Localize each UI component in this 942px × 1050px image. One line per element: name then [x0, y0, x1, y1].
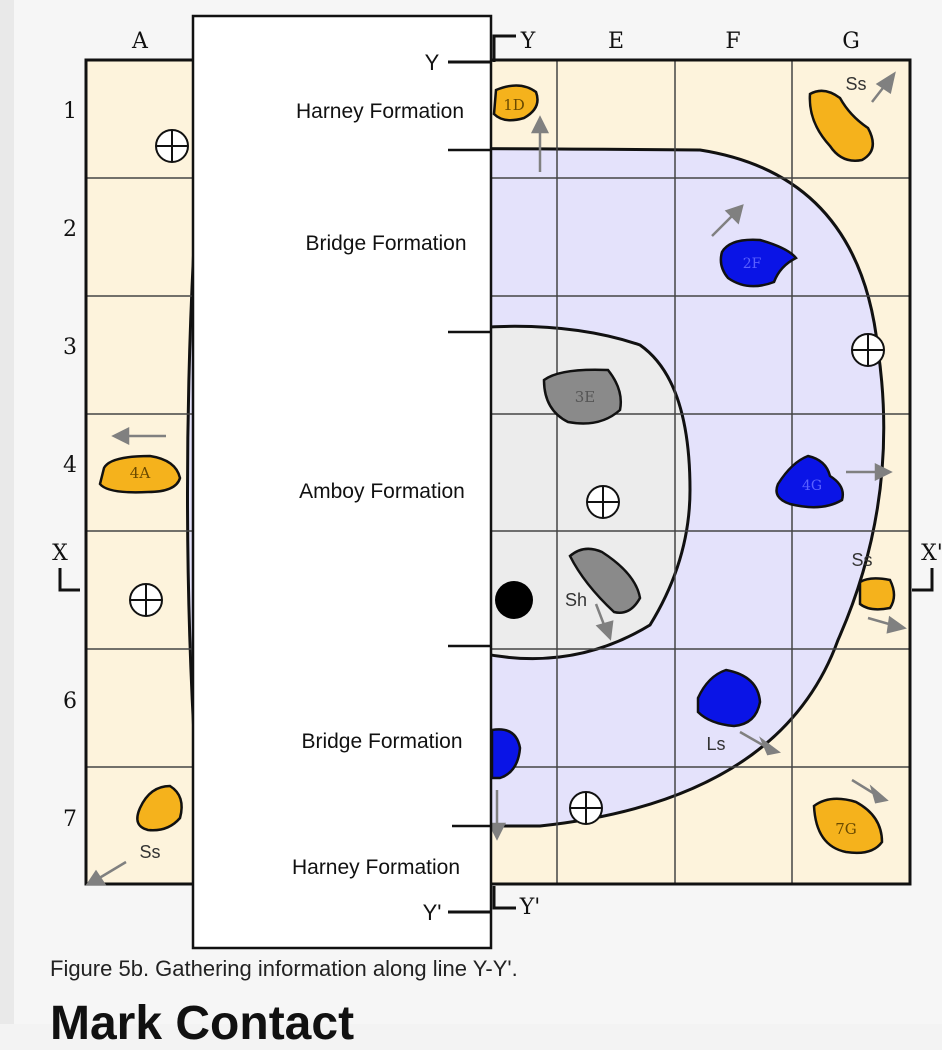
outcrop-label: Sh [565, 590, 587, 610]
section-line-end-label: Y' [423, 900, 442, 925]
dip-arrow-icon [846, 462, 893, 482]
outcrop-label: 4A [130, 464, 151, 482]
cross-line-end-marker [912, 568, 934, 592]
dip-arrow-icon [871, 71, 896, 103]
section-line-start-marker [492, 34, 516, 62]
outcrop-3e [542, 368, 622, 425]
formation-label: Harney Formation [296, 100, 464, 123]
map-border [84, 58, 912, 886]
outcrop-sandstone [808, 89, 875, 162]
dip-arrow-icon [530, 115, 550, 172]
outcrop-4a [98, 454, 182, 494]
outcrop-label: Ss [139, 842, 160, 862]
outcrop-label: Ls [706, 734, 725, 754]
section-line-end-marker [492, 886, 516, 910]
formation-label: Harney Formation [292, 856, 460, 879]
section-line-start-label: Y [425, 50, 440, 75]
coal-outcrop-dot [495, 581, 533, 619]
row-label: 3 [63, 335, 77, 360]
column-label: G [842, 29, 860, 54]
section-heading: Mark Contact [50, 997, 355, 1050]
outcrop-4g [775, 454, 844, 509]
cross-line-start-marker [58, 568, 80, 592]
cross-line-start-label: X [52, 541, 68, 566]
dip-arrow-icon [867, 615, 907, 634]
figure-caption: Figure 5b. Gathering information along l… [50, 956, 518, 981]
geologic-map: A E F G 1 2 3 4 6 7 X X' 1D 2F 3E 4A 4G … [52, 14, 942, 950]
cross-section-strip [191, 14, 493, 950]
outcrop-label: 1D [503, 96, 525, 114]
outcrop-1d [492, 84, 539, 122]
outcrop-limestone [696, 668, 762, 728]
outcrop-label: 7G [835, 820, 857, 838]
dip-arrow-icon [739, 730, 781, 756]
column-label: F [725, 29, 740, 54]
outcrop-label: 3E [575, 388, 596, 406]
outcrop-sandstone [858, 577, 896, 611]
formation-label: Bridge Formation [305, 232, 466, 255]
row-label: 4 [63, 453, 77, 478]
horizontal-bed-icon [569, 791, 603, 825]
outcrop-label: Ss [851, 550, 872, 570]
column-label: E [608, 29, 624, 54]
horizontal-bed-icon [129, 583, 163, 617]
outcrop-sandstone [136, 784, 183, 832]
contact-ticks [448, 148, 491, 828]
dip-arrow-icon [85, 860, 127, 886]
outcrop-limestone-partial [490, 728, 522, 780]
section-line-end-marker-label: Y' [519, 895, 541, 920]
horizontal-bed-symbols [129, 129, 885, 825]
outcrop-label: Ss [845, 74, 866, 94]
column-label: A [131, 29, 149, 54]
outcrop-label: 2F [743, 256, 762, 272]
outcrop-label: 4G [802, 478, 822, 494]
row-label: 1 [63, 99, 77, 124]
horizontal-bed-icon [851, 333, 885, 367]
outcrop-shale [568, 547, 642, 614]
row-label: 2 [63, 217, 77, 242]
row-label: 6 [63, 689, 77, 714]
dip-arrow-icon [111, 426, 166, 446]
outcrop-2f [719, 238, 798, 288]
dip-arrow-icon [851, 778, 889, 804]
section-line-start-marker-label: Y [520, 29, 536, 54]
formation-label: Amboy Formation [299, 480, 465, 503]
row-label: 7 [63, 807, 77, 832]
dip-arrow-icon [594, 603, 614, 641]
cross-line-end-label: X' [921, 541, 942, 566]
horizontal-bed-icon [155, 129, 189, 163]
formation-label: Bridge Formation [301, 730, 462, 753]
outcrop-7g [812, 797, 884, 855]
dip-arrows [85, 71, 907, 886]
dip-arrow-icon [711, 204, 744, 237]
horizontal-bed-icon [586, 485, 620, 519]
dip-arrow-icon [487, 790, 507, 841]
